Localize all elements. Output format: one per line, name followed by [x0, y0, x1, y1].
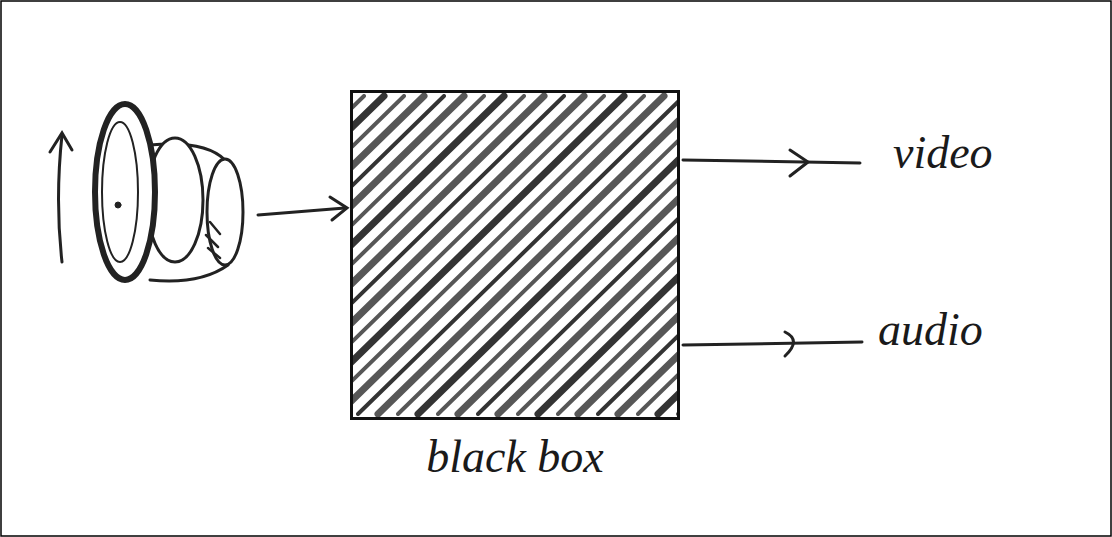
audio-arrow-head [785, 332, 794, 356]
hatched-box [350, 90, 680, 420]
rotation-arrow-head [50, 133, 72, 152]
hatch-stroke [618, 96, 680, 414]
wheel-hub [115, 202, 121, 208]
video-arrow-head [790, 150, 808, 176]
box-title: black box [350, 432, 680, 483]
hatch-stroke [638, 96, 680, 414]
hatch-stroke [398, 96, 680, 414]
wheel-disc-inner [102, 122, 138, 262]
hatch-stroke [518, 96, 680, 414]
box-caption: black box [350, 90, 680, 483]
audio-arrow [683, 342, 862, 345]
rotating-wheel [50, 104, 243, 281]
signal-arrows [258, 150, 862, 356]
signal-label: audio [878, 305, 983, 356]
wheel-back [207, 159, 243, 265]
box-outline [352, 92, 679, 419]
signal-label: video [893, 128, 993, 179]
wheel-disc [95, 104, 155, 280]
black-box: black box [350, 90, 680, 483]
wheel-shade [206, 222, 220, 258]
hatch-stroke [658, 96, 680, 414]
hatch-stroke [558, 96, 680, 414]
hatching [350, 96, 680, 414]
video-arrow [683, 160, 860, 163]
input-arrow [258, 208, 345, 215]
input-arrow-head [330, 197, 347, 220]
rotation-arrow [59, 135, 63, 262]
